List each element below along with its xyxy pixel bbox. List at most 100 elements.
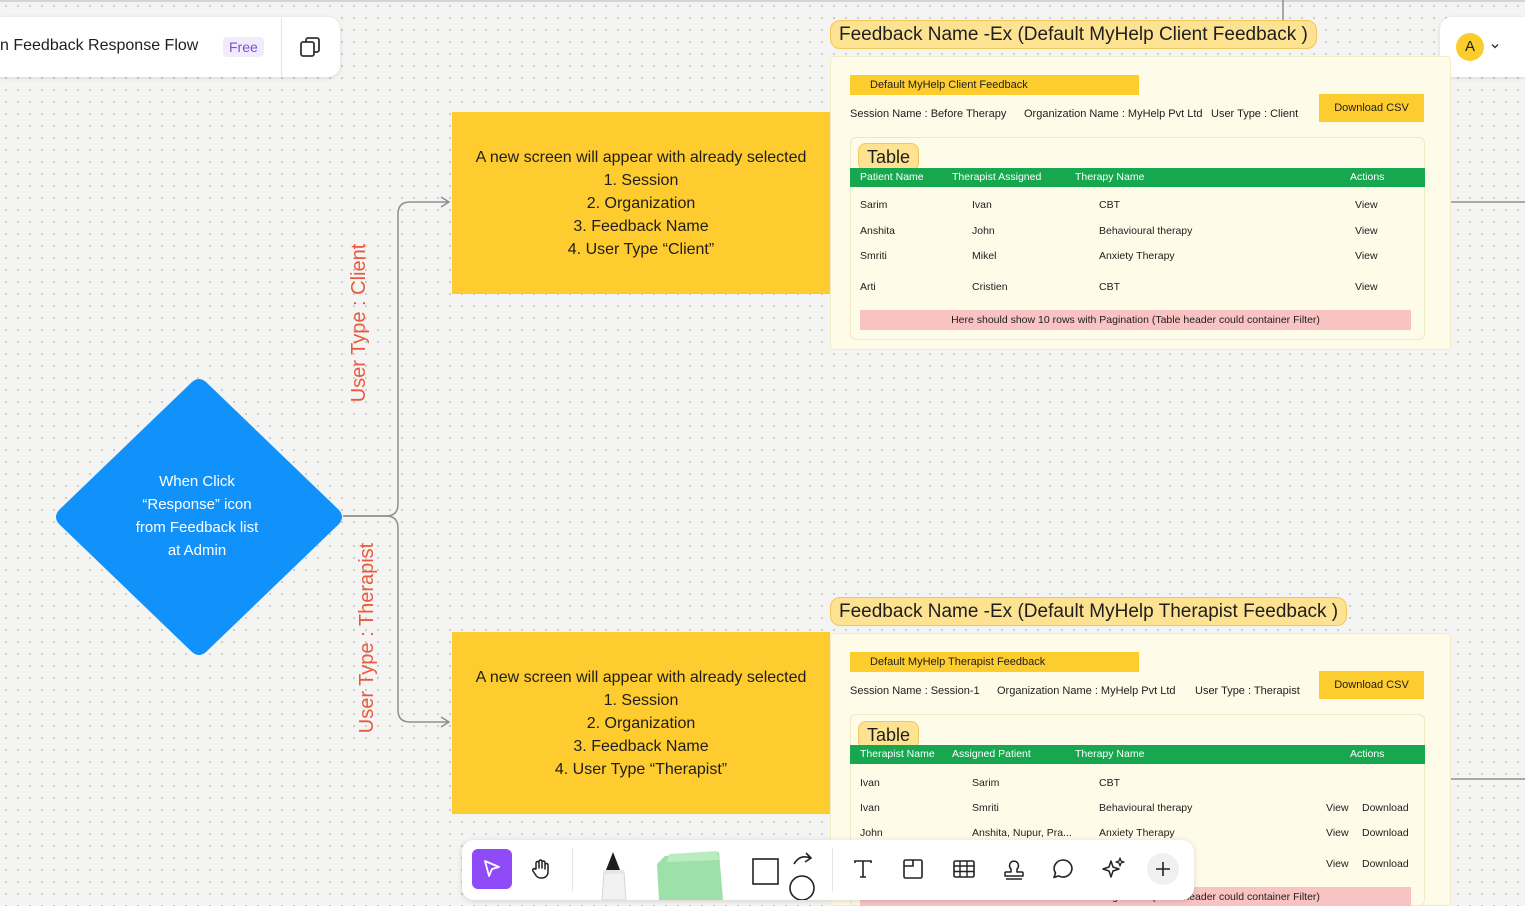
hand-icon xyxy=(531,859,549,879)
client-user-type: User Type : Client xyxy=(1211,108,1299,120)
column-header[interactable]: Therapy Name xyxy=(1075,748,1145,760)
branch-label-therapist[interactable]: User Type : Therapist xyxy=(356,542,378,734)
table-cell: Smriti xyxy=(972,802,999,814)
more-icon xyxy=(1147,853,1179,885)
view-link[interactable]: View xyxy=(1355,199,1378,211)
client-table-header xyxy=(850,168,1425,187)
view-link[interactable]: View xyxy=(1355,225,1378,237)
column-header[interactable]: Patient Name xyxy=(860,171,924,183)
view-link[interactable]: View xyxy=(1326,858,1349,870)
hand-tool[interactable] xyxy=(521,849,561,889)
table-cell: Ivan xyxy=(972,199,992,211)
select-tool[interactable] xyxy=(472,849,512,889)
therapist-session: Session Name : Session-1 xyxy=(850,685,980,697)
sticky-note-icon[interactable] xyxy=(655,850,725,900)
plan-badge[interactable]: Free xyxy=(223,37,264,57)
column-header[interactable]: Assigned Patient xyxy=(952,748,1031,760)
table-cell: John xyxy=(972,225,995,237)
ai-sparkle-icon xyxy=(1102,857,1125,878)
download-link[interactable]: Download xyxy=(1362,858,1409,870)
table-cell: CBT xyxy=(1099,281,1120,293)
top-border xyxy=(0,0,1525,2)
table-cell: John xyxy=(860,827,883,839)
branch-label-client[interactable]: User Type : Client xyxy=(348,243,370,403)
decision-line: “Response” icon xyxy=(142,496,252,513)
decision-diamond[interactable] xyxy=(52,376,346,658)
table-tool[interactable] xyxy=(944,849,984,889)
therapist-feedback-heading[interactable]: Feedback Name -Ex (Default MyHelp Therap… xyxy=(830,597,1348,626)
comment-tool[interactable] xyxy=(1043,849,1083,889)
toolbar-separator xyxy=(832,848,833,892)
process-line: A new screen will appear with already se… xyxy=(475,148,807,166)
text-tool[interactable] xyxy=(843,849,883,889)
frame-icon xyxy=(903,859,923,879)
therapist-table-label: Table xyxy=(858,721,920,749)
comment-icon xyxy=(1053,859,1073,879)
copy-icon[interactable] xyxy=(298,35,322,59)
download-link[interactable]: Download xyxy=(1362,802,1409,814)
client-organization: Organization Name : MyHelp Pvt Ltd xyxy=(1024,108,1203,120)
toolbar-separator xyxy=(572,848,573,892)
view-link[interactable]: View xyxy=(1355,281,1378,293)
process-line: 4. User Type “Client” xyxy=(567,240,715,258)
column-header[interactable]: Therapy Name xyxy=(1075,171,1145,183)
table-cell: Ivan xyxy=(860,802,880,814)
stamp-tool[interactable] xyxy=(994,849,1034,889)
table-cell: CBT xyxy=(1099,777,1120,789)
decision-line: When Click xyxy=(159,473,235,490)
column-header[interactable]: Therapist Name xyxy=(860,748,935,760)
avatar[interactable]: A xyxy=(1456,33,1484,61)
table-cell: Anxiety Therapy xyxy=(1099,827,1175,839)
table-cell: Behavioural therapy xyxy=(1099,802,1193,814)
title-divider xyxy=(281,18,282,76)
view-link[interactable]: View xyxy=(1326,827,1349,839)
process-line: A new screen will appear with already se… xyxy=(475,668,807,686)
therapist-user-type: User Type : Therapist xyxy=(1195,685,1300,697)
column-header[interactable]: Actions xyxy=(1350,171,1385,183)
table-cell: CBT xyxy=(1099,199,1120,211)
process-line: 3. Feedback Name xyxy=(573,737,709,755)
chevron-down-icon[interactable] xyxy=(1490,41,1500,51)
select-icon xyxy=(484,860,500,877)
column-header[interactable]: Actions xyxy=(1350,748,1385,760)
column-header[interactable]: Therapist Assigned xyxy=(952,171,1042,183)
table-cell: Sarim xyxy=(972,777,1000,789)
table-cell: Anxiety Therapy xyxy=(1099,250,1175,262)
process-line: 1. Session xyxy=(603,171,679,189)
process-box-therapist[interactable]: A new screen will appear with already se… xyxy=(452,632,830,814)
board-title[interactable]: n Feedback Response Flow xyxy=(0,37,199,54)
shapes-icon[interactable] xyxy=(748,850,818,900)
decision-line: from Feedback list xyxy=(135,519,259,536)
download-csv-button[interactable]: Download CSV xyxy=(1319,671,1424,699)
table-cell: Cristien xyxy=(972,281,1008,293)
client-table-label: Table xyxy=(858,143,920,171)
table-cell: Behavioural therapy xyxy=(1099,225,1193,237)
download-link[interactable]: Download xyxy=(1362,827,1409,839)
therapist-feedback-tag: Default MyHelp Therapist Feedback xyxy=(850,652,1139,672)
client-feedback-heading[interactable]: Feedback Name -Ex (Default MyHelp Client… xyxy=(830,20,1317,49)
table-cell: Sarim xyxy=(860,199,888,211)
decision-line: at Admin xyxy=(167,542,227,559)
therapist-table-header xyxy=(850,745,1425,764)
process-line: 4. User Type “Therapist” xyxy=(554,760,728,778)
text-icon xyxy=(854,860,872,878)
board-title-panel xyxy=(0,17,340,77)
decision-text: When Click “Response” icon from Feedback… xyxy=(117,470,277,562)
table-icon xyxy=(953,860,975,878)
process-line: 1. Session xyxy=(603,691,679,709)
process-line: 3. Feedback Name xyxy=(573,217,709,235)
more-tools-button[interactable] xyxy=(1143,849,1183,889)
pagination-note: Here should show 10 rows with Pagination… xyxy=(860,310,1411,330)
download-csv-button[interactable]: Download CSV xyxy=(1319,94,1424,122)
pen-icon[interactable] xyxy=(594,848,634,900)
process-box-client[interactable]: A new screen will appear with already se… xyxy=(452,112,830,294)
therapist-organization: Organization Name : MyHelp Pvt Ltd xyxy=(997,685,1176,697)
ai-tool[interactable] xyxy=(1093,849,1133,889)
table-cell: Mikel xyxy=(972,250,997,262)
client-session: Session Name : Before Therapy xyxy=(850,108,1007,120)
view-link[interactable]: View xyxy=(1355,250,1378,262)
view-link[interactable]: View xyxy=(1326,802,1349,814)
frame-tool[interactable] xyxy=(893,849,933,889)
process-line: 2. Organization xyxy=(586,194,696,212)
